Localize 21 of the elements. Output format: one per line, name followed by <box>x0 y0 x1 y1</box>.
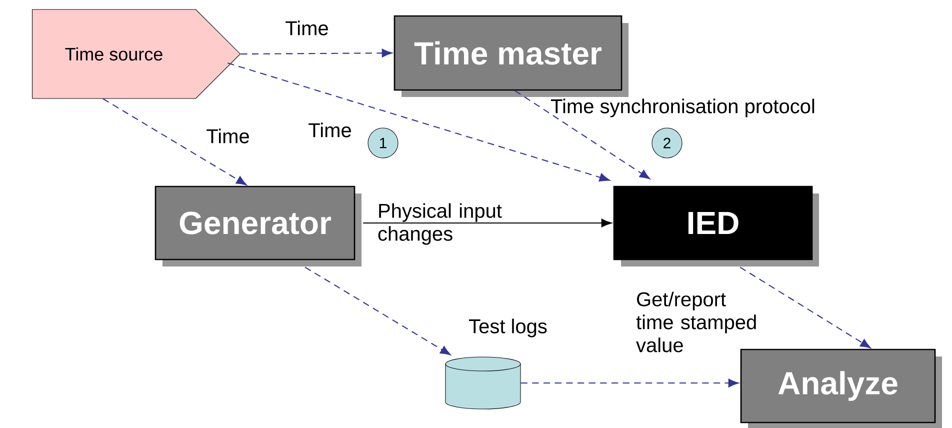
arrow <box>227 62 610 182</box>
node-caption: Test logs <box>468 318 547 338</box>
arrow <box>240 48 392 58</box>
edge-label: Time synchronisation protocol <box>550 98 814 118</box>
process-box: IED <box>613 186 820 266</box>
process-box: Time master <box>394 15 629 97</box>
arrow <box>304 266 451 356</box>
edge-label: Time <box>308 122 351 138</box>
database-cylinder <box>445 356 521 410</box>
arrow <box>363 218 612 228</box>
arrow <box>102 98 247 186</box>
process-box: Generator <box>154 186 362 266</box>
callout-number: 2 <box>652 128 682 158</box>
arrow <box>520 378 739 388</box>
arrow <box>740 266 871 348</box>
edge-label: Physical input changes <box>378 203 502 245</box>
arrow <box>514 90 650 180</box>
edge-label: Time <box>286 20 328 36</box>
edge-label: Time <box>206 128 249 144</box>
process-box: Analyze <box>740 348 942 428</box>
callout-number: 1 <box>368 128 398 158</box>
